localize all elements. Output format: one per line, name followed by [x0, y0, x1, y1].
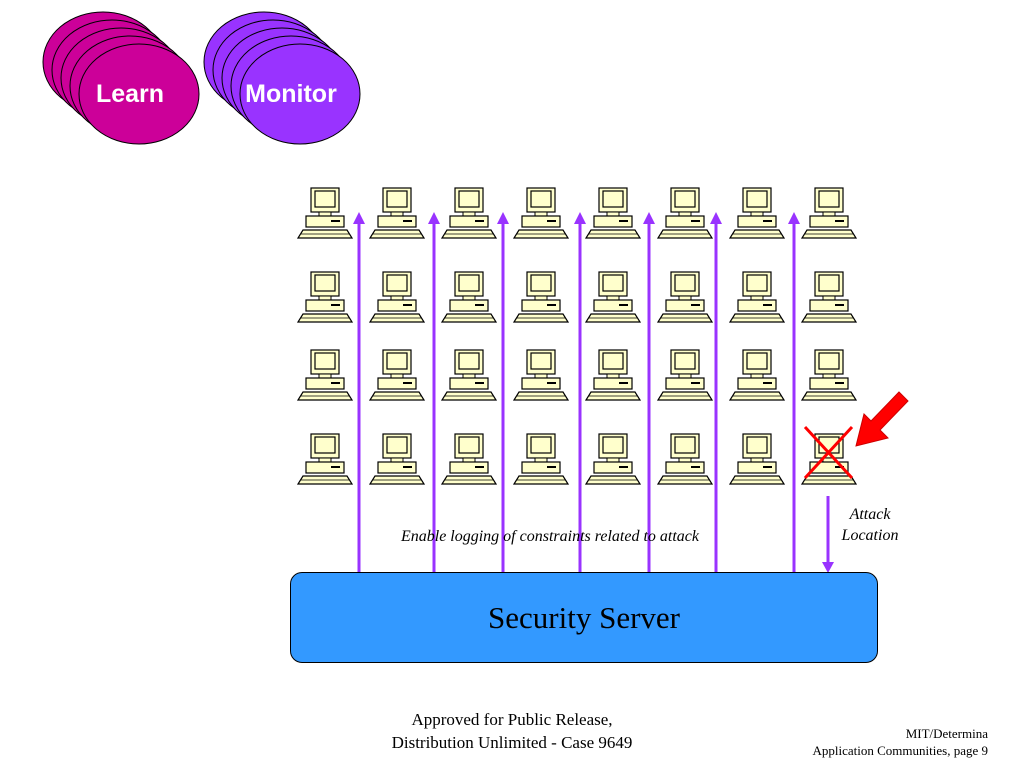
phase-stacks: [42, 11, 361, 145]
attack-pointer-arrow-icon: [855, 391, 909, 447]
computer-icon: [297, 433, 353, 485]
security-server-label: Security Server: [488, 599, 680, 635]
computer-icon: [297, 187, 353, 239]
security-server-box: Security Server: [290, 572, 878, 663]
learn-label: Learn: [95, 80, 165, 108]
uplink-arrows: [353, 212, 800, 572]
attack-location-label: Attack Location: [841, 506, 899, 544]
release-notice: Approved for Public Release, Distributio…: [391, 710, 633, 752]
computer-icon: [441, 349, 497, 401]
computer-icon: [657, 187, 713, 239]
computer-icon: [513, 433, 569, 485]
computer-icon: [585, 271, 641, 323]
computer-icon: [729, 433, 785, 485]
uplink-arrowhead-icon: [428, 212, 440, 224]
monitor-stack: [203, 11, 361, 145]
computer-icon: [369, 349, 425, 401]
computer-icon: [585, 433, 641, 485]
computer-icon: [801, 433, 857, 485]
logging-caption: Enable logging of constraints related to…: [400, 528, 700, 545]
computer-icon: [801, 187, 857, 239]
stack-ellipse: [78, 43, 200, 145]
uplink-arrowhead-icon: [353, 212, 365, 224]
monitor-label: Monitor: [245, 80, 337, 108]
stack-ellipse: [239, 43, 361, 145]
attack-down-arrow: [822, 496, 834, 573]
page-footer: MIT/Determina Application Communities, p…: [812, 726, 988, 758]
computer-icon: [585, 187, 641, 239]
computer-icon: [297, 271, 353, 323]
computer-icon: [657, 433, 713, 485]
uplink-arrowhead-icon: [710, 212, 722, 224]
computer-icon: [729, 187, 785, 239]
computer-icon: [513, 349, 569, 401]
uplink-arrowhead-icon: [574, 212, 586, 224]
computer-icon: [513, 271, 569, 323]
uplink-arrowhead-icon: [497, 212, 509, 224]
computer-icon: [513, 187, 569, 239]
computer-icon: [369, 187, 425, 239]
uplink-arrowhead-icon: [643, 212, 655, 224]
computer-icon: [657, 271, 713, 323]
uplink-arrowhead-icon: [788, 212, 800, 224]
computer-icon: [585, 349, 641, 401]
computer-icon: [441, 271, 497, 323]
computer-icon: [441, 187, 497, 239]
computer-icon: [729, 271, 785, 323]
computer-icon: [729, 349, 785, 401]
learn-stack: [42, 11, 200, 145]
computer-icon: [801, 271, 857, 323]
computer-icon: [369, 271, 425, 323]
computer-icon: [657, 349, 713, 401]
computer-icon: [369, 433, 425, 485]
computer-grid: [297, 187, 857, 485]
computer-icon: [297, 349, 353, 401]
computer-icon: [801, 349, 857, 401]
computer-icon: [441, 433, 497, 485]
attack-x-icon: [803, 425, 854, 480]
